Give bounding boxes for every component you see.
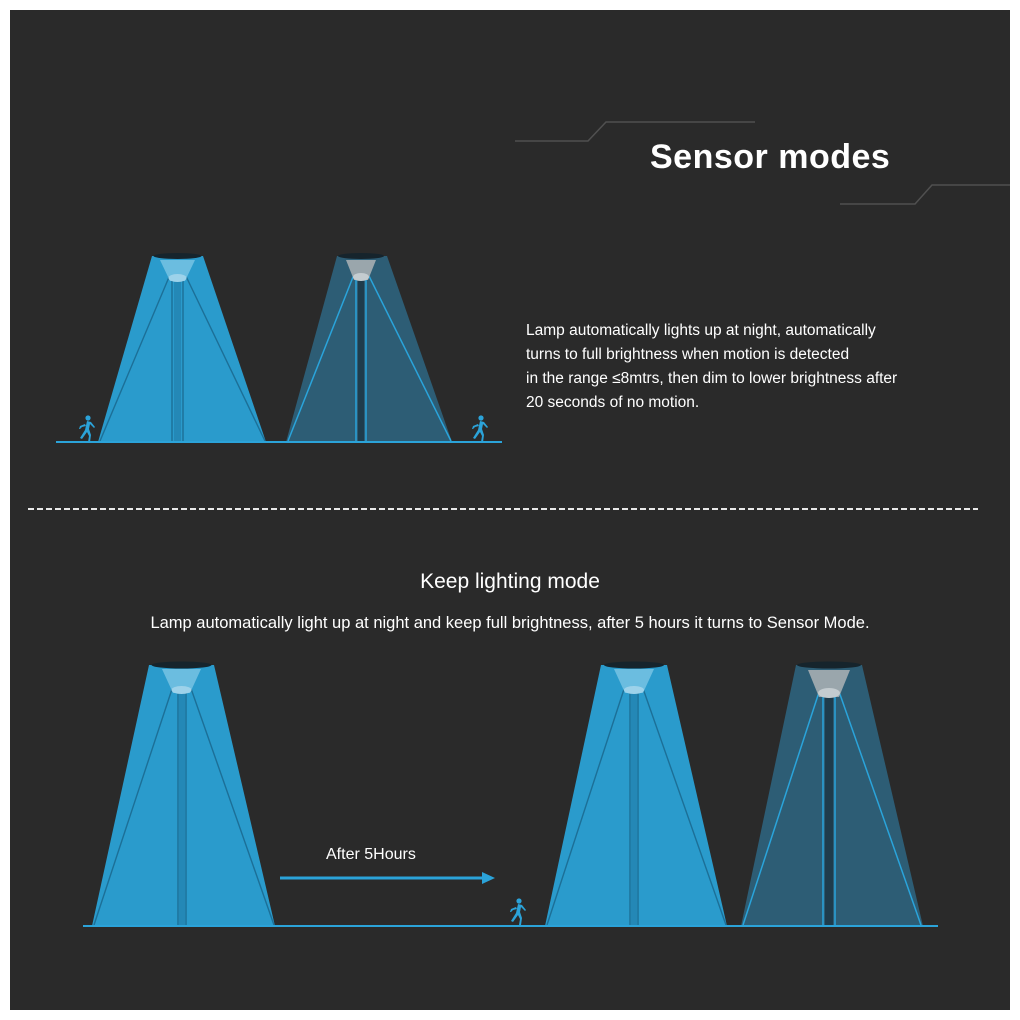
description-line: in the range ≤8mtrs, then dim to lower b… — [526, 370, 898, 387]
keep-lighting-description: Lamp automatically light up at night and… — [150, 614, 870, 632]
lamp-beam-dim — [741, 661, 923, 926]
arrow-label: After 5Hours — [326, 846, 416, 863]
right-arrow-icon — [280, 872, 495, 884]
running-person-icon — [472, 415, 488, 442]
section-title-keep-lighting: Keep lighting mode — [420, 570, 600, 593]
lamp-beam-bright — [545, 661, 727, 926]
decorative-circuit-lines — [515, 121, 1010, 205]
section-title-sensor-modes: Sensor modes — [650, 138, 891, 176]
description-line: Lamp automatically lights up at night, a… — [526, 322, 876, 339]
infographic-panel: Sensor modes Lamp automatically lights u… — [10, 10, 1010, 1010]
lamp-beam-dim — [286, 253, 452, 442]
description-line: turns to full brightness when motion is … — [526, 346, 850, 363]
sensor-mode-description: Lamp automatically lights up at night, a… — [526, 319, 966, 415]
running-person-icon — [79, 415, 95, 442]
illustration-layer — [28, 121, 1010, 927]
running-person-icon — [510, 898, 526, 925]
lamp-beam-bright — [92, 661, 275, 926]
description-line: 20 seconds of no motion. — [526, 394, 700, 411]
lamp-beam-bright — [98, 253, 266, 442]
